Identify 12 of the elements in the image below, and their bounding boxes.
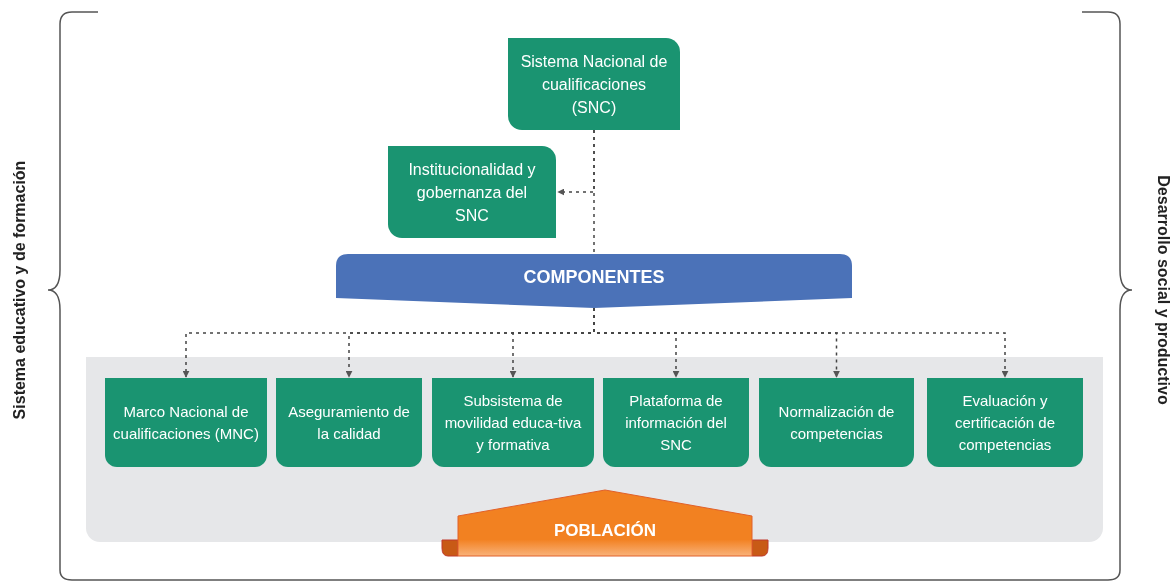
side-label: Desarrollo social y productivo xyxy=(1154,175,1173,405)
component-box: Aseguramiento de la calidad xyxy=(276,378,422,467)
banner-shape: COMPONENTES xyxy=(336,254,852,308)
process-box: Sistema Nacional de cualificaciones (SNC) xyxy=(508,38,680,130)
process-box: Institucionalidad y gobernanza del SNC xyxy=(388,146,556,238)
panel-background xyxy=(86,357,1103,542)
component-box: Marco Nacional de cualificaciones (MNC) xyxy=(105,378,267,467)
side-label: Sistema educativo y de formación xyxy=(10,160,29,420)
component-box: Plataforma de información del SNC xyxy=(603,378,749,467)
component-box: Normalización de competencias xyxy=(759,378,914,467)
component-box: Evaluación y certificación de competencias xyxy=(927,378,1083,467)
component-box: Subsistema de movilidad educa-tiva y formativa xyxy=(432,378,594,467)
